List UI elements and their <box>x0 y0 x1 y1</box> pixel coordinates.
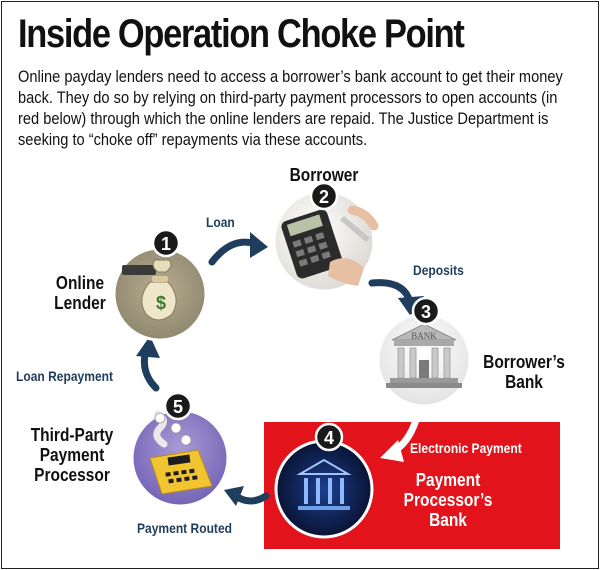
badge-1: 1 <box>151 228 181 258</box>
label-borrowers-bank: Borrower’s Bank <box>483 352 565 392</box>
label-processors-bank: Payment Processor’s Bank <box>403 470 493 530</box>
node-online-lender: $ <box>112 246 208 342</box>
money-bag-icon: $ <box>122 259 177 321</box>
flow-label-deposits: Deposits <box>413 262 464 278</box>
node-payment-processor <box>130 408 230 508</box>
intro-paragraph: Online payday lenders need to access a b… <box>18 67 563 149</box>
badge-5: 5 <box>163 391 193 421</box>
svg-text:3: 3 <box>421 302 431 322</box>
flow-label-payment-routed: Payment Routed <box>137 520 233 536</box>
flow-label-loan-repayment: Loan Repayment <box>16 368 114 384</box>
arrow-loan <box>208 232 268 266</box>
flow-label-loan: Loan <box>206 214 235 230</box>
page-title: Inside Operation Choke Point <box>18 12 465 56</box>
node-processors-bank <box>274 439 374 539</box>
flow-label-electronic-payment: Electronic Payment <box>410 440 522 456</box>
calculator-icon <box>281 205 379 286</box>
svg-text:2: 2 <box>319 187 329 207</box>
badge-2: 2 <box>309 181 339 211</box>
badge-4: 4 <box>314 422 344 452</box>
node-borrowers-bank: BANK <box>376 312 472 408</box>
label-payment-processor: Third-Party Payment Processor <box>30 425 114 485</box>
arrow-electronic-payment <box>380 416 420 462</box>
svg-text:4: 4 <box>324 428 334 448</box>
digital-bank-icon <box>296 458 352 510</box>
svg-text:$: $ <box>156 293 166 313</box>
payment-terminal-icon <box>149 410 213 495</box>
svg-text:1: 1 <box>161 234 171 254</box>
svg-text:5: 5 <box>173 397 183 417</box>
bank-building-icon <box>386 323 462 388</box>
arrow-payment-routed <box>224 486 270 506</box>
label-borrower: Borrower <box>289 165 359 185</box>
badge-3: 3 <box>411 296 441 326</box>
label-online-lender: Online Lender <box>54 273 106 313</box>
arrow-loan-repayment <box>136 336 160 392</box>
bank-sign-text: BANK <box>411 331 437 341</box>
node-borrower <box>272 189 379 293</box>
